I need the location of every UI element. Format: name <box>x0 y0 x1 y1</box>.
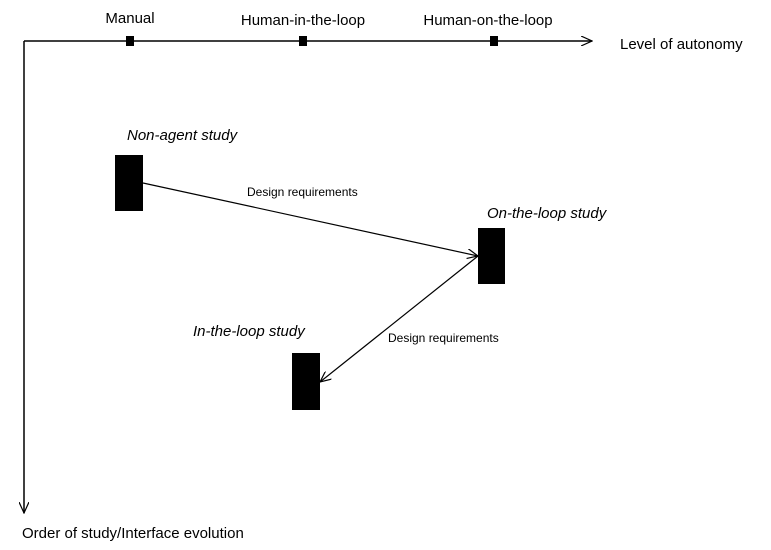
node-in-the-loop-study <box>292 353 320 410</box>
node-non-agent-study <box>115 155 143 211</box>
edge-label-design-requirements-2: Design requirements <box>388 331 499 345</box>
tick-marker-human-in-the-loop <box>299 36 307 46</box>
node-label-on-the-loop-study: On-the-loop study <box>487 205 608 222</box>
y-axis-label: Order of study/Interface evolution <box>22 525 244 542</box>
node-label-in-the-loop-study: In-the-loop study <box>193 323 306 340</box>
tick-marker-human-on-the-loop <box>490 36 498 46</box>
edge-label-design-requirements-1: Design requirements <box>247 185 358 199</box>
tick-marker-manual <box>126 36 134 46</box>
node-on-the-loop-study <box>478 228 505 284</box>
edge-non-agent-to-on-the-loop <box>142 182 478 256</box>
edge-on-the-loop-to-in-the-loop <box>320 255 479 382</box>
tick-label-human-in-the-loop: Human-in-the-loop <box>241 12 365 29</box>
x-axis-label: Level of autonomy <box>620 36 743 53</box>
node-label-non-agent-study: Non-agent study <box>127 127 239 144</box>
tick-label-human-on-the-loop: Human-on-the-loop <box>423 12 552 29</box>
tick-label-manual: Manual <box>105 10 154 27</box>
